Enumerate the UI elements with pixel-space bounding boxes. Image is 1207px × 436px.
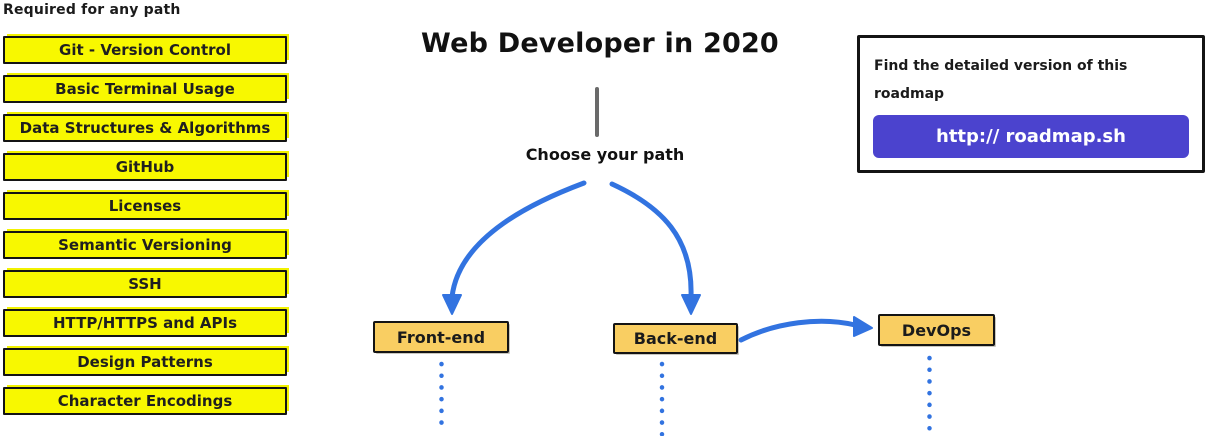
choose-path-label: Choose your path bbox=[525, 145, 685, 164]
required-path-list: Git - Version Control Basic Terminal Usa… bbox=[3, 36, 287, 415]
arrowhead-backend bbox=[681, 294, 701, 315]
arrow-to-backend bbox=[609, 181, 694, 300]
info-line-1: Find the detailed version of this roadma… bbox=[874, 58, 1128, 102]
roadmap-url-button[interactable]: http:// roadmap.sh bbox=[873, 115, 1189, 158]
info-box: Find the detailed version of this roadma… bbox=[857, 35, 1205, 173]
devops-node[interactable]: DevOps bbox=[878, 314, 995, 346]
backend-node[interactable]: Back-end bbox=[613, 323, 738, 354]
required-topic-node[interactable]: GitHub bbox=[3, 153, 287, 181]
required-topic-node[interactable]: Semantic Versioning bbox=[3, 231, 287, 259]
required-topic-node[interactable]: Character Encodings bbox=[3, 387, 287, 415]
frontend-node[interactable]: Front-end bbox=[373, 321, 509, 353]
required-path-title: Required for any path bbox=[3, 2, 181, 18]
required-topic-node[interactable]: Licenses bbox=[3, 192, 287, 220]
arrowhead-devops bbox=[853, 316, 873, 337]
required-topic-node[interactable]: Basic Terminal Usage bbox=[3, 75, 287, 103]
arrowhead-frontend bbox=[442, 294, 462, 315]
required-topic-node[interactable]: SSH bbox=[3, 270, 287, 298]
required-topic-node[interactable]: Data Structures & Algorithms bbox=[3, 114, 287, 142]
page-title: Web Developer in 2020 bbox=[421, 28, 779, 59]
required-topic-node[interactable]: HTTP/HTTPS and APIs bbox=[3, 309, 287, 337]
arrow-to-frontend bbox=[449, 180, 587, 300]
required-topic-node[interactable]: Design Patterns bbox=[3, 348, 287, 376]
required-path-panel: Required for any path Git - Version Cont… bbox=[2, 2, 290, 415]
required-topic-node[interactable]: Git - Version Control bbox=[3, 36, 287, 64]
title-connector-line bbox=[595, 87, 599, 137]
arrow-backend-to-devops bbox=[738, 318, 858, 343]
